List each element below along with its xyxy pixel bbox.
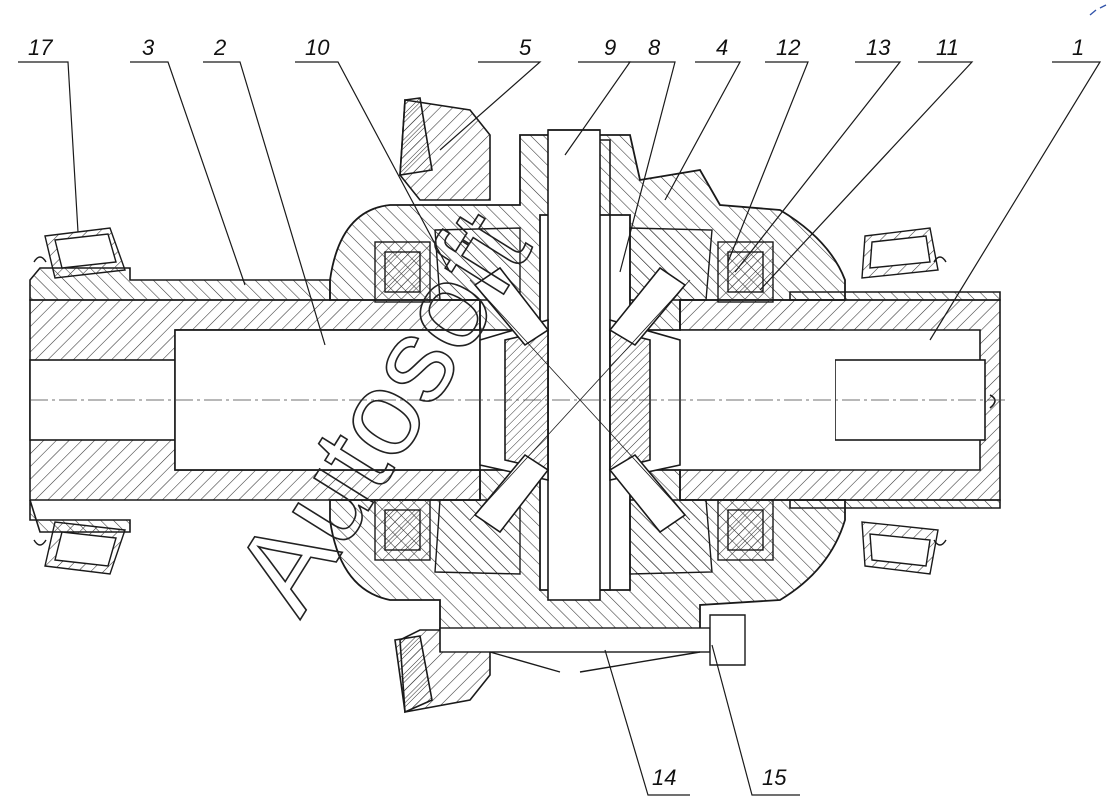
callout-13: 13 — [866, 35, 891, 60]
callout-11: 11 — [936, 35, 959, 60]
callout-5: 5 — [519, 35, 532, 60]
bolt — [439, 614, 746, 673]
right-tapered-bearing-top — [861, 227, 947, 279]
callout-8: 8 — [648, 35, 661, 60]
right-tapered-bearing-bottom — [861, 521, 947, 575]
callout-4: 4 — [716, 35, 728, 60]
leader-lines — [18, 61, 1102, 796]
left-tapered-bearing-top — [33, 227, 126, 279]
corner-mark-icon — [1089, 4, 1107, 16]
cross-pin — [547, 129, 611, 601]
callout-2: 2 — [213, 35, 226, 60]
callout-12: 12 — [776, 35, 800, 60]
callout-14: 14 — [652, 765, 676, 790]
callout-labels: 17 3 2 10 5 9 8 4 12 13 11 1 14 15 — [28, 35, 1084, 790]
callout-3: 3 — [142, 35, 155, 60]
callout-15: 15 — [762, 765, 787, 790]
ring-gear-top — [399, 97, 491, 201]
callout-17: 17 — [28, 35, 53, 60]
left-tapered-bearing-bottom — [33, 521, 126, 575]
callout-10: 10 — [305, 35, 330, 60]
callout-1: 1 — [1072, 35, 1084, 60]
callout-9: 9 — [604, 35, 616, 60]
